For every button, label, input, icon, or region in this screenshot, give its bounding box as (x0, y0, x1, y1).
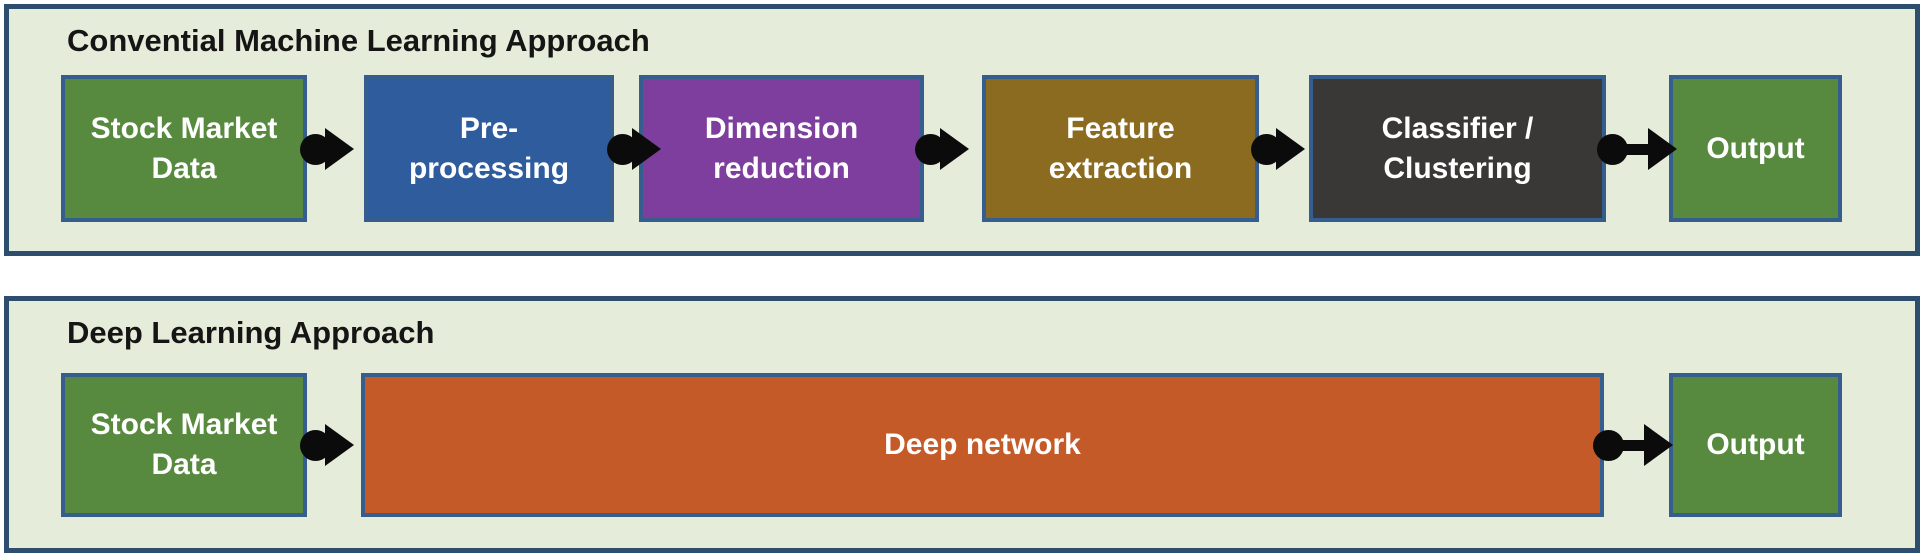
deep-network-label: Deep network (884, 428, 1081, 462)
arrow-head-icon (1276, 128, 1305, 170)
dimension-reduction-label: Dimension reduction (704, 111, 859, 185)
arrow-head-icon (940, 128, 969, 170)
arrow-head-icon (325, 128, 354, 170)
conventional-ml-panel-title: Convential Machine Learning Approach (67, 23, 650, 58)
pre-processing-label: Pre- processing (408, 111, 570, 185)
arrow-dot-icon (1597, 133, 1628, 165)
arrow-shaft (1619, 439, 1647, 451)
feature-extraction-box: Feature extraction (982, 75, 1259, 222)
arrow-head-icon (1648, 128, 1677, 170)
feature-extraction-label: Feature extraction (1048, 111, 1193, 185)
conventional-ml-panel: Convential Machine Learning Approach Sto… (4, 4, 1920, 256)
output-label: Output (1706, 131, 1805, 165)
deep-network-box: Deep network (361, 373, 1604, 517)
flow-arrow (1251, 127, 1305, 171)
stock-market-data-box: Stock Market Data (61, 373, 307, 517)
arrow-head-icon (325, 424, 354, 466)
deep-learning-panel-title: Deep Learning Approach (67, 315, 435, 350)
flow-arrow (1597, 127, 1677, 171)
arrow-shaft (1623, 143, 1651, 155)
stock-market-data-box: Stock Market Data (61, 75, 307, 222)
flow-arrow (300, 423, 354, 467)
arrow-head-icon (632, 128, 661, 170)
classifier-clustering-label: Classifier / Clustering (1381, 111, 1534, 185)
pre-processing-box: Pre- processing (364, 75, 614, 222)
arrow-dot-icon (1593, 429, 1624, 461)
flow-arrow (1593, 423, 1673, 467)
stock-market-data-label: Stock Market Data (90, 408, 278, 481)
flow-arrow (300, 127, 354, 171)
classifier-clustering-box: Classifier / Clustering (1309, 75, 1606, 222)
output-label: Output (1706, 428, 1805, 462)
output-box: Output (1669, 373, 1842, 517)
output-box: Output (1669, 75, 1842, 222)
flow-arrow (607, 127, 661, 171)
flow-arrow (915, 127, 969, 171)
arrow-head-icon (1644, 424, 1673, 466)
stock-market-data-label: Stock Market Data (90, 111, 278, 185)
dimension-reduction-box: Dimension reduction (639, 75, 924, 222)
deep-learning-panel: Deep Learning Approach Stock Market Data… (4, 296, 1920, 553)
